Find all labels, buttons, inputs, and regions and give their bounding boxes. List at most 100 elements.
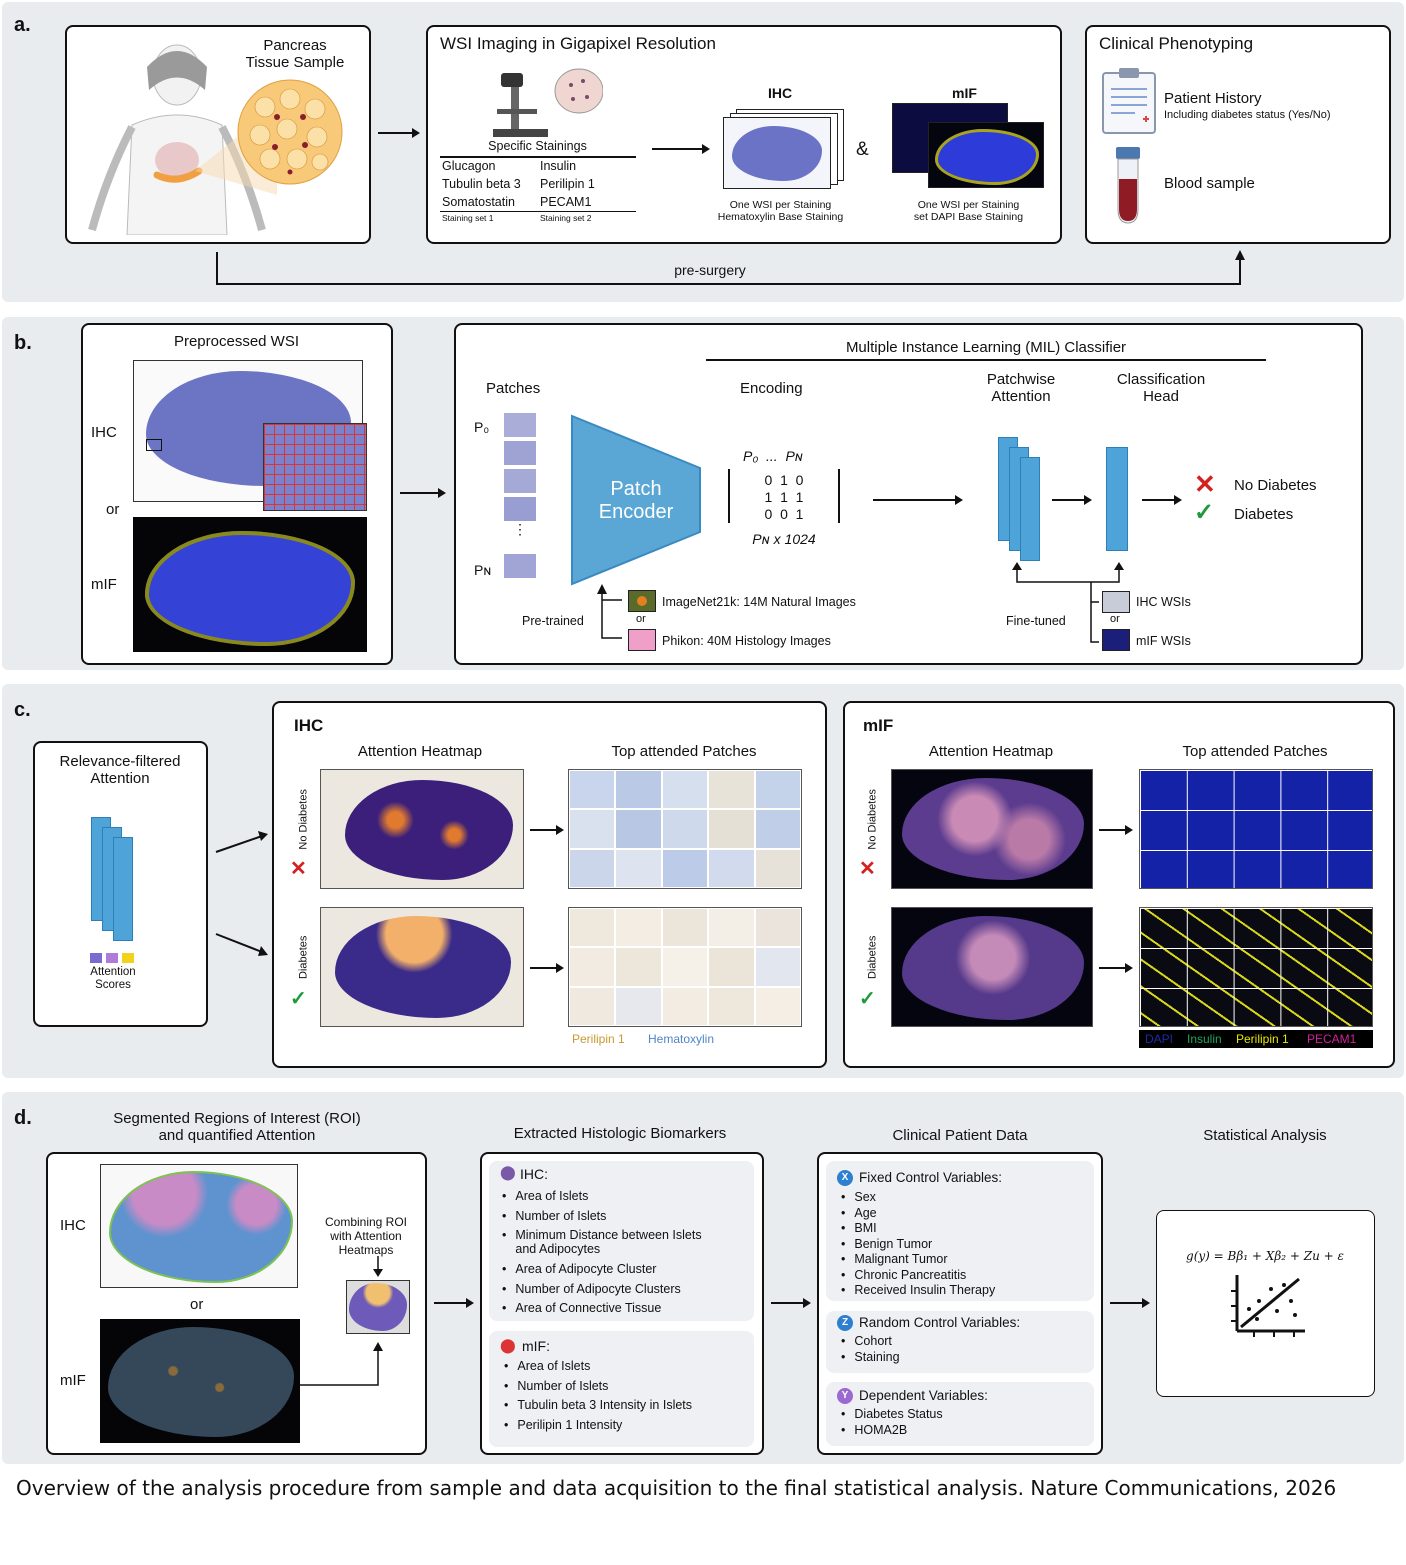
ihc-biomarkers-icon: ⬤ [500,1164,516,1180]
ihc-patch-cell [754,947,801,987]
ihc-patch-cell [708,809,755,849]
staining-set-2: Staining set 2 [540,213,592,223]
mif-diabetes-vlabel: Diabetes [866,935,879,980]
relevance-box: Relevance-filtered Attention Attention S… [33,741,208,1027]
staining-somatostatin: Somatostatin [442,195,515,209]
variable-item: BMI [841,1221,995,1237]
patchwise-attention-title: Patchwise Attention [986,371,1056,406]
roi-box: IHC or mIF Combining ROI with Attention … [46,1152,427,1455]
fixed-vars-head-row: X Fixed Control Variables: [837,1170,1003,1187]
staining-pecam1: PECAM1 [540,195,592,209]
score-swatch-2 [106,953,118,963]
ihc-patch-cell [615,908,662,948]
arrow-d3 [1110,1298,1150,1308]
arrow-d1 [434,1298,474,1308]
encoder-label: Patch Encoder [598,478,674,523]
combined-heatmap-thumbnail [346,1280,410,1334]
classification-head-title: Classification Head [1116,371,1206,406]
fixed-vars-head: Fixed Control Variables: [859,1170,1003,1185]
mif-patches-nodiabetes [1139,769,1373,889]
pancreas-box: Pancreas Tissue Sample [65,25,371,244]
legend-hematoxylin: Hematoxylin [648,1032,715,1046]
variable-item: Cohort [841,1334,900,1350]
mif-heatmap-title: mIF [863,716,894,735]
legend-perilipin-ihc: Perilipin 1 [572,1032,625,1046]
clinical-data-title: Clinical Patient Data [892,1127,1028,1144]
mif-top-patches-label: Top attended Patches [1182,743,1328,760]
legend-insulin: Insulin [1187,1032,1222,1046]
staining-insulin: Insulin [540,159,577,173]
ihc-patch-cell [661,770,709,810]
imagenet-label: ImageNet21k: 14M Natural Images [662,595,856,609]
combining-label: Combining ROI with Attention Heatmaps [324,1215,408,1257]
dependent-vars-head: Dependent Variables: [859,1388,988,1403]
ihc-slide-1 [723,117,831,189]
matrix-row-3: 0 0 1 [764,506,804,522]
ihc-attention-heatmap-label: Attention Heatmap [357,743,483,760]
ihc-patch-cell [569,848,616,888]
score-swatch-1 [90,953,102,963]
panel-b-label: b. [14,332,32,354]
mif-biomarkers-head: mIF: [522,1338,550,1354]
ihc-patch-cell [661,986,709,1026]
mil-title: Multiple Instance Learning (MIL) Classif… [845,339,1127,356]
ihc-patch-cell [615,986,662,1026]
stats-title: Statistical Analysis [1203,1127,1327,1144]
matrix-row-2: 1 1 1 [764,489,804,505]
p0-label: P₀ [474,419,490,435]
arrow-d2 [771,1298,811,1308]
arrow-head [1142,495,1182,505]
matrix-bracket [728,469,840,523]
diabetes-check-icon: ✓ [1194,499,1215,526]
ihc-patch-cell [754,809,801,849]
patch-encoder-trapezoid [571,414,701,586]
biomarkers-title: Extracted Histologic Biomarkers [513,1125,727,1142]
ihc-patch-cell [661,908,709,948]
variable-item: Sex [841,1190,995,1206]
roi-title: Segmented Regions of Interest (ROI) and … [113,1110,361,1145]
mif-arrow-2 [1099,963,1133,973]
variable-item: Malignant Tumor [841,1252,995,1268]
ihc-patch-cell [615,848,662,888]
pretrained-label: Pre-trained [522,614,584,628]
ihc-biomarkers-head: IHC: [520,1166,548,1182]
ihc-patch-cell [569,986,616,1026]
ihc-patches-nodiabetes [568,769,802,889]
ihc-biomarker-list: Area of Islets Number of Islets Minimum … [502,1187,701,1319]
mif-slide-tissue [935,129,1039,185]
ihc-no-diabetes-cross-icon: ✕ [290,858,307,880]
patch-3 [504,469,536,493]
mif-diabetes-check-icon: ✓ [859,988,876,1010]
amp-sign: & [856,139,869,160]
mif-patches-diabetes [1139,907,1373,1027]
arrow-encoding [873,495,963,505]
biomarker-item: Number of Islets [504,1377,692,1397]
phikon-thumbnail [628,629,656,651]
mif-slide-1 [928,122,1044,188]
pretrained-or: or [636,613,646,625]
staining-glucagon: Glucagon [442,159,496,173]
ihc-diabetes-vlabel: Diabetes [297,935,310,980]
clinical-phenotyping-box: Clinical Phenotyping Patient History Inc… [1085,25,1391,244]
score-swatch-3 [122,953,134,963]
ihc-wsi-zoom-box [146,439,162,451]
ihc-patch-cell [661,809,709,849]
arrow-attention [1052,495,1092,505]
figure-caption: Overview of the analysis procedure from … [16,1476,1337,1500]
legend-perilipin-mif: Perilipin 1 [1236,1032,1289,1046]
ihc-heatmap-nodiabetes [320,769,524,889]
patches-title: Patches [486,380,541,397]
fixed-vars-x-icon: X [837,1170,853,1187]
mil-classifier-box: Multiple Instance Learning (MIL) Classif… [454,323,1363,665]
mif-legend-bar [1139,1030,1373,1048]
ihc-heatmap-diabetes [320,907,524,1027]
no-diabetes-cross-icon: ✕ [1194,469,1216,499]
wsi-imaging-box: WSI Imaging in Gigapixel Resolution Spec… [426,25,1062,244]
patch-1 [504,413,536,437]
ihc-patch-cell [754,848,801,888]
ihc-heatmap-nodiabetes-tissue [345,780,513,880]
roi-ihc-tissue [109,1171,293,1283]
ihc-patch-cell [661,947,709,987]
